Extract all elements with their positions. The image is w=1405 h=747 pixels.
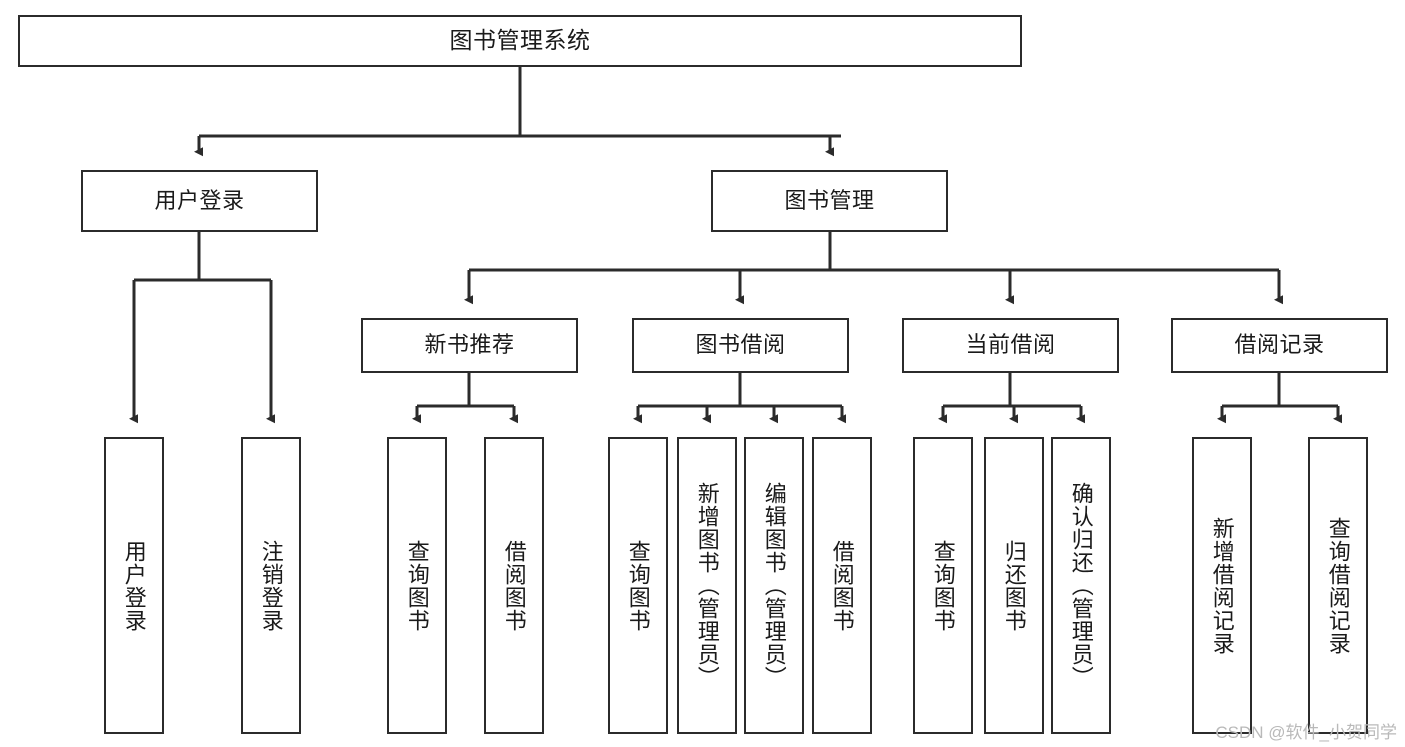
node-root[interactable]: 图书管理系统 [18, 15, 1022, 67]
node-leaf-logout[interactable]: 注销登录 [241, 437, 301, 734]
node-leaf-add-record-label: 新增借阅记录 [1209, 516, 1235, 655]
node-leaf-add-book-label: 新增图书（管理员） [694, 482, 720, 689]
node-leaf-user-login[interactable]: 用户登录 [104, 437, 164, 734]
node-leaf-add-record[interactable]: 新增借阅记录 [1192, 437, 1252, 734]
node-leaf-confirm-return[interactable]: 确认归还（管理员） [1051, 437, 1111, 734]
node-leaf-edit-book[interactable]: 编辑图书（管理员） [744, 437, 804, 734]
node-leaf-query-record-label: 查询借阅记录 [1325, 516, 1351, 655]
node-leaf-query-book-1-label: 查询图书 [404, 539, 430, 632]
node-leaf-query-book-2-label: 查询图书 [625, 539, 651, 632]
watermark: CSDN @软件_小贺同学 [1215, 723, 1397, 742]
node-leaf-query-book-3[interactable]: 查询图书 [913, 437, 973, 734]
node-leaf-borrow-book-1-label: 借阅图书 [501, 539, 527, 632]
node-user-login[interactable]: 用户登录 [81, 170, 318, 232]
node-borrow-record-label: 借阅记录 [1234, 332, 1325, 358]
node-leaf-query-book-2[interactable]: 查询图书 [608, 437, 668, 734]
node-current-borrow[interactable]: 当前借阅 [902, 318, 1119, 373]
node-leaf-add-book[interactable]: 新增图书（管理员） [677, 437, 737, 734]
node-root-label: 图书管理系统 [449, 27, 591, 54]
node-new-book-recommend[interactable]: 新书推荐 [361, 318, 578, 373]
node-leaf-query-record[interactable]: 查询借阅记录 [1308, 437, 1368, 734]
node-leaf-return-book-label: 归还图书 [1001, 539, 1027, 632]
node-book-manage-label: 图书管理 [784, 187, 875, 213]
node-user-login-label: 用户登录 [154, 187, 245, 213]
node-leaf-borrow-book-2[interactable]: 借阅图书 [812, 437, 872, 734]
node-leaf-borrow-book-1[interactable]: 借阅图书 [484, 437, 544, 734]
node-leaf-confirm-return-label: 确认归还（管理员） [1068, 482, 1094, 689]
node-book-manage[interactable]: 图书管理 [711, 170, 948, 232]
node-leaf-user-login-label: 用户登录 [121, 539, 147, 632]
node-borrow-record[interactable]: 借阅记录 [1171, 318, 1388, 373]
node-leaf-query-book-3-label: 查询图书 [930, 539, 956, 632]
node-leaf-return-book[interactable]: 归还图书 [984, 437, 1044, 734]
node-new-book-recommend-label: 新书推荐 [424, 332, 515, 358]
node-current-borrow-label: 当前借阅 [965, 332, 1056, 358]
node-book-borrow[interactable]: 图书借阅 [632, 318, 849, 373]
node-leaf-borrow-book-2-label: 借阅图书 [829, 539, 855, 632]
node-book-borrow-label: 图书借阅 [695, 332, 786, 358]
node-leaf-logout-label: 注销登录 [258, 539, 284, 632]
node-leaf-query-book-1[interactable]: 查询图书 [387, 437, 447, 734]
node-leaf-edit-book-label: 编辑图书（管理员） [761, 482, 787, 689]
